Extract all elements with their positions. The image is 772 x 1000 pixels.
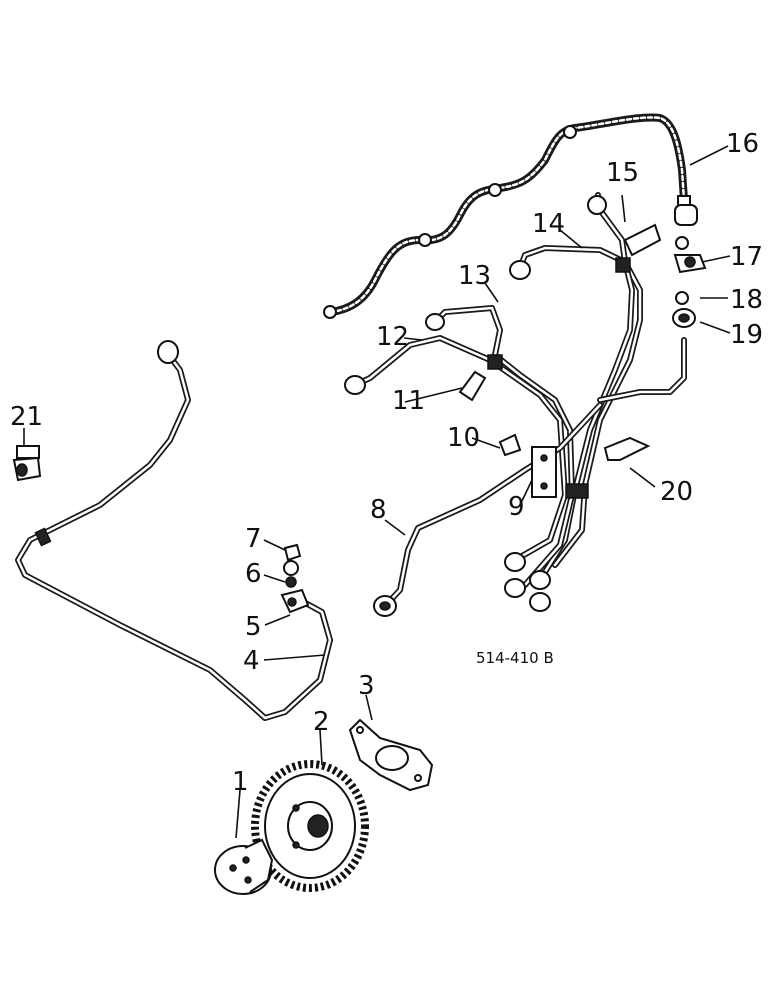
callout-15: 15 [606,158,639,188]
callout-21: 21 [10,402,43,432]
callout-2: 2 [313,707,330,737]
callout-5: 5 [245,612,262,642]
injection-pipe-bundle [344,192,687,617]
hub [214,838,274,895]
elbow-fitting [12,445,42,482]
callout-9: 9 [508,492,525,522]
callout-11: 11 [392,386,425,416]
feed-pipe [15,340,333,721]
callout-19: 19 [730,320,763,350]
callout-14: 14 [532,209,565,239]
callout-16: 16 [726,129,759,159]
callout-17: 17 [730,242,763,272]
leader-lines [23,145,731,839]
callout-6: 6 [245,559,262,589]
callout-8: 8 [370,495,387,525]
callout-labels: 1 2 3 4 5 6 7 8 9 10 11 12 13 14 15 16 1… [10,129,763,797]
leak-off-hose [323,113,691,319]
callout-12: 12 [376,322,409,352]
callout-4: 4 [243,646,260,676]
clamp-parts [458,223,662,498]
banjo-fitting [672,204,707,328]
callout-20: 20 [660,477,693,507]
callout-13: 13 [458,261,491,291]
callout-3: 3 [358,671,375,701]
callout-7: 7 [245,524,262,554]
gasket [348,718,434,792]
drive-gear [251,760,369,892]
callout-1: 1 [232,767,249,797]
callout-10: 10 [447,423,480,453]
drawing-number: 514-410 B [476,649,554,667]
banjo-bolt-assembly [280,543,310,614]
callout-18: 18 [730,285,763,315]
